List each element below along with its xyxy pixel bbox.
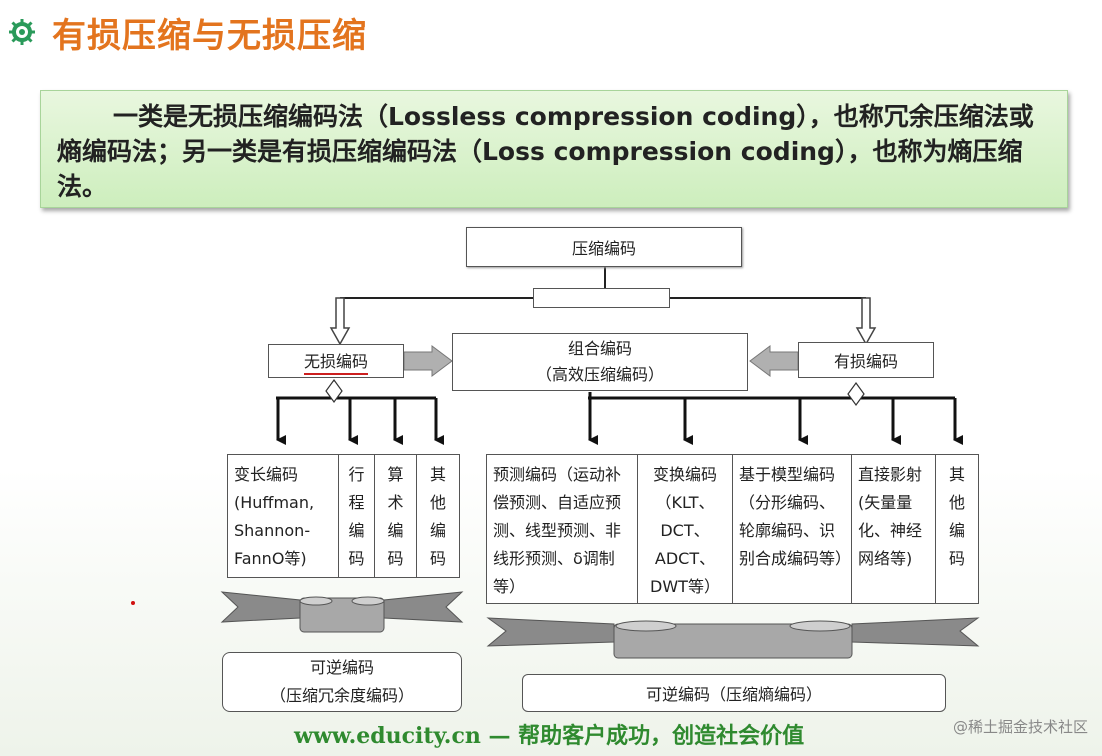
gear-bullet-icon: [9, 19, 35, 45]
watermark: @稀土掘金技术社区: [952, 718, 1088, 736]
node-root: 压缩编码: [466, 227, 742, 267]
node-predictive-label: 预测编码（运动补偿预测、自适应预测、线型预测、非线形预测、δ调制等）: [493, 465, 622, 596]
intro-box: 一类是无损压缩编码法（Lossless compression coding），…: [40, 90, 1068, 208]
page-title: 有损压缩与无损压缩: [52, 16, 367, 56]
footer-slogan: www.educity.cn — 帮助客户成功，创造社会价值: [294, 723, 805, 749]
node-reversible-entropy: 可逆编码（压缩熵编码）: [522, 674, 946, 712]
node-transform: 变换编码（KLT、DCT、ADCT、DWT等）: [637, 454, 733, 604]
node-hybrid-line1: 组合编码: [567, 339, 632, 358]
node-run-length: 行程编码: [338, 454, 375, 578]
node-lossy: 有损编码: [798, 342, 934, 378]
node-hybrid: 组合编码 （高效压缩编码）: [452, 333, 748, 391]
node-root-label: 压缩编码: [571, 239, 636, 258]
reversible-redundancy-line2: （压缩冗余度编码）: [269, 686, 414, 705]
reversible-redundancy-line1: 可逆编码: [309, 658, 374, 677]
node-lossless-other: 其他编码: [416, 454, 460, 578]
node-connector-bar: [533, 288, 670, 308]
node-transform-label: 变换编码（KLT、DCT、ADCT、DWT等）: [650, 465, 720, 596]
node-model-based-label: 基于模型编码（分形编码、轮廓编码、识别合成编码等）: [739, 465, 852, 568]
node-variable-length: 变长编码(Huffman, Shannon-FannO等): [227, 454, 339, 578]
red-dot: [131, 601, 135, 605]
node-direct-mapping-label: 直接影射(矢量量化、神经网络等): [858, 465, 923, 568]
node-reversible-redundancy: 可逆编码 （压缩冗余度编码）: [222, 652, 462, 712]
node-lossless: 无损编码: [268, 344, 404, 378]
left-scroll-banner: [220, 591, 464, 633]
node-run-length-label: 行程编码: [348, 465, 365, 568]
node-lossy-other: 其他编码: [935, 454, 979, 604]
node-hybrid-line2: （高效压缩编码）: [535, 365, 664, 384]
reversible-entropy-label: 可逆编码（压缩熵编码）: [645, 685, 822, 704]
node-arithmetic-label: 算术编码: [387, 465, 404, 568]
node-lossy-other-label: 其他编码: [948, 465, 965, 568]
intro-text: 一类是无损压缩编码法（Lossless compression coding），…: [57, 102, 1034, 201]
right-scroll-banner: [486, 617, 980, 659]
node-variable-length-label: 变长编码(Huffman, Shannon-FannO等): [234, 465, 315, 568]
node-lossless-other-label: 其他编码: [429, 465, 446, 568]
node-model-based: 基于模型编码（分形编码、轮廓编码、识别合成编码等）: [732, 454, 852, 604]
node-direct-mapping: 直接影射(矢量量化、神经网络等): [851, 454, 936, 604]
node-lossy-label: 有损编码: [833, 352, 898, 371]
node-predictive: 预测编码（运动补偿预测、自适应预测、线型预测、非线形预测、δ调制等）: [486, 454, 638, 604]
aggregation-diamond: [325, 378, 343, 404]
node-arithmetic: 算术编码: [374, 454, 417, 578]
node-lossless-label: 无损编码: [303, 348, 368, 375]
